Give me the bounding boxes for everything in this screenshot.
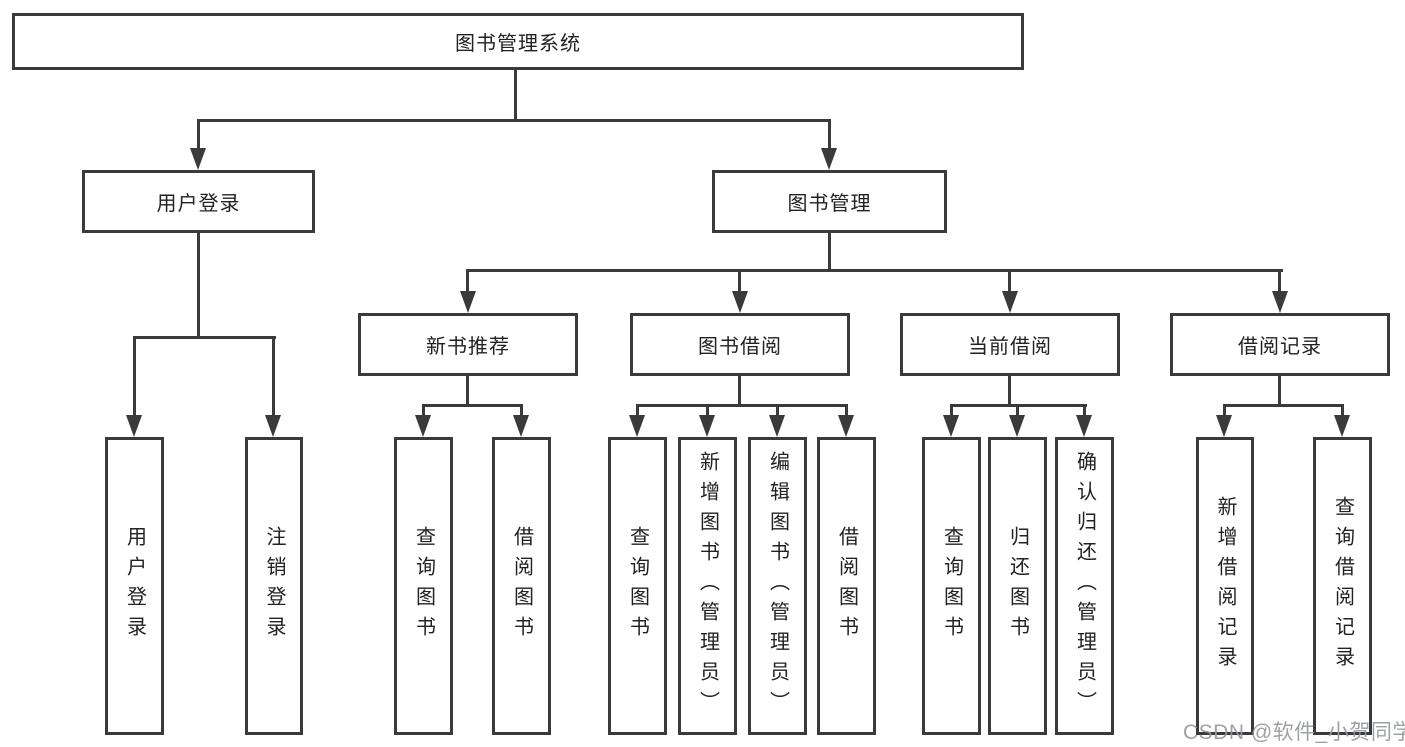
connector-line [520,404,523,418]
node-borrowing-records: 借阅记录 [1170,313,1390,376]
connector-line [828,119,831,151]
connector-line [636,404,848,407]
connector-line [197,119,831,122]
connector-line [1083,404,1086,418]
leaf-user-login: 用户登录 [105,437,164,735]
connector-line [1278,269,1281,294]
connector-line [466,376,469,407]
connector-line [1223,404,1226,418]
connector-line [133,336,276,339]
arrow-down-icon [1002,291,1018,313]
arrow-down-icon [190,148,206,170]
arrow-down-icon [1076,415,1092,437]
arrow-down-icon [838,415,854,437]
connector-line [636,404,639,418]
connector-line [1278,376,1281,407]
leaf-borrow-books: 借阅图书 [817,437,876,735]
arrow-down-icon [513,415,529,437]
arrow-down-icon [265,415,281,437]
arrow-down-icon [943,415,959,437]
arrow-down-icon [1272,291,1288,313]
arrow-down-icon [1334,415,1350,437]
leaf-borrow-books-recommend: 借阅图书 [492,437,551,735]
connector-line [1223,404,1344,407]
leaf-query-books-current: 查询图书 [922,437,981,735]
connector-line [706,404,709,418]
leaf-confirm-return-admin: 确认归还（管理员） [1055,437,1114,735]
leaf-query-books-borrowing: 查询图书 [608,437,667,735]
arrow-down-icon [415,415,431,437]
node-current-borrowing: 当前借阅 [900,313,1120,376]
connector-line [1016,404,1019,418]
leaf-query-books-recommend: 查询图书 [394,437,453,735]
connector-line [466,269,469,294]
connector-line [776,404,779,418]
connector-line [828,233,831,272]
node-user-login: 用户登录 [82,170,315,233]
connector-line [422,404,425,418]
connector-line [1008,376,1011,407]
arrow-down-icon [1009,415,1025,437]
leaf-return-books: 归还图书 [988,437,1047,735]
leaf-logout: 注销登录 [245,437,303,735]
connector-line [197,233,200,339]
arrow-down-icon [629,415,645,437]
connector-line [422,404,523,407]
connector-line [738,376,741,407]
arrow-down-icon [699,415,715,437]
connector-line [197,119,200,151]
connector-line [738,269,741,294]
watermark: CSDN @软件_小贺同学 [1183,721,1405,744]
node-root: 图书管理系统 [12,13,1024,70]
connector-line [1341,404,1344,418]
node-new-book-recommendation: 新书推荐 [358,313,578,376]
connector-line [466,269,1283,272]
node-book-borrowing: 图书借阅 [630,313,850,376]
arrow-down-icon [460,291,476,313]
arrow-down-icon [769,415,785,437]
connector-line [1008,269,1011,294]
arrow-down-icon [126,415,142,437]
arrow-down-icon [732,291,748,313]
leaf-query-borrow-record: 查询借阅记录 [1313,437,1372,735]
leaf-edit-book-admin: 编辑图书（管理员） [748,437,807,735]
node-book-management: 图书管理 [712,170,947,233]
connector-line [133,336,136,418]
connector-line [950,404,953,418]
arrow-down-icon [1216,415,1232,437]
leaf-add-borrow-record: 新增借阅记录 [1196,437,1254,735]
leaf-add-book-admin: 新增图书（管理员） [678,437,737,735]
connector-line [845,404,848,418]
connector-line [514,70,517,122]
connector-line [272,336,275,418]
arrow-down-icon [821,148,837,170]
